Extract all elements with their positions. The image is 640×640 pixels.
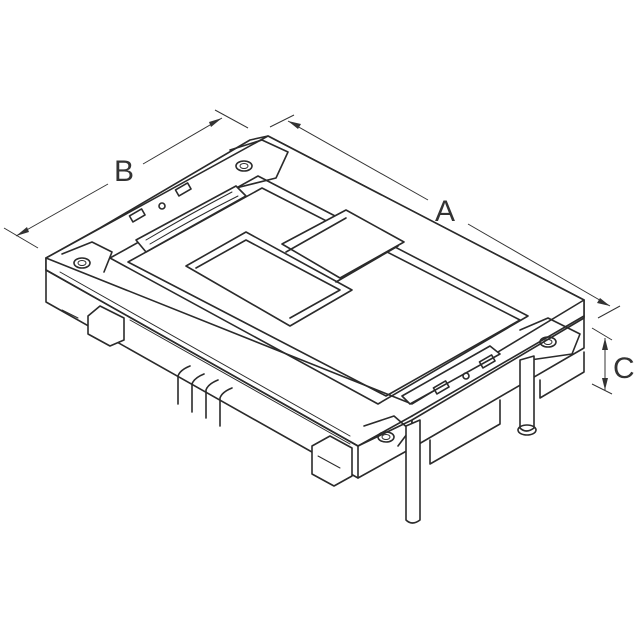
mounting-holes	[61, 139, 581, 447]
pin-icon	[177, 365, 191, 405]
latch-clips	[128, 182, 501, 405]
dimension-label-b: B	[114, 155, 134, 188]
pin-icon	[219, 387, 233, 427]
hole-icon	[377, 431, 395, 443]
pin-icon	[191, 373, 205, 413]
dimension-label-a: A	[435, 195, 455, 228]
dimension-c: C	[591, 327, 635, 395]
lead-pins	[177, 365, 233, 427]
center-pads	[185, 209, 405, 327]
hole-icon	[539, 336, 557, 348]
guide-pin	[405, 355, 537, 524]
hole-icon	[235, 160, 253, 172]
right-block	[429, 351, 585, 465]
pin-icon	[205, 379, 219, 419]
dimension-b: B	[3, 109, 249, 249]
side-tabs	[61, 305, 353, 487]
dimension-label-c: C	[613, 352, 635, 385]
dimension-a: A	[269, 114, 621, 319]
hole-icon	[73, 257, 91, 269]
